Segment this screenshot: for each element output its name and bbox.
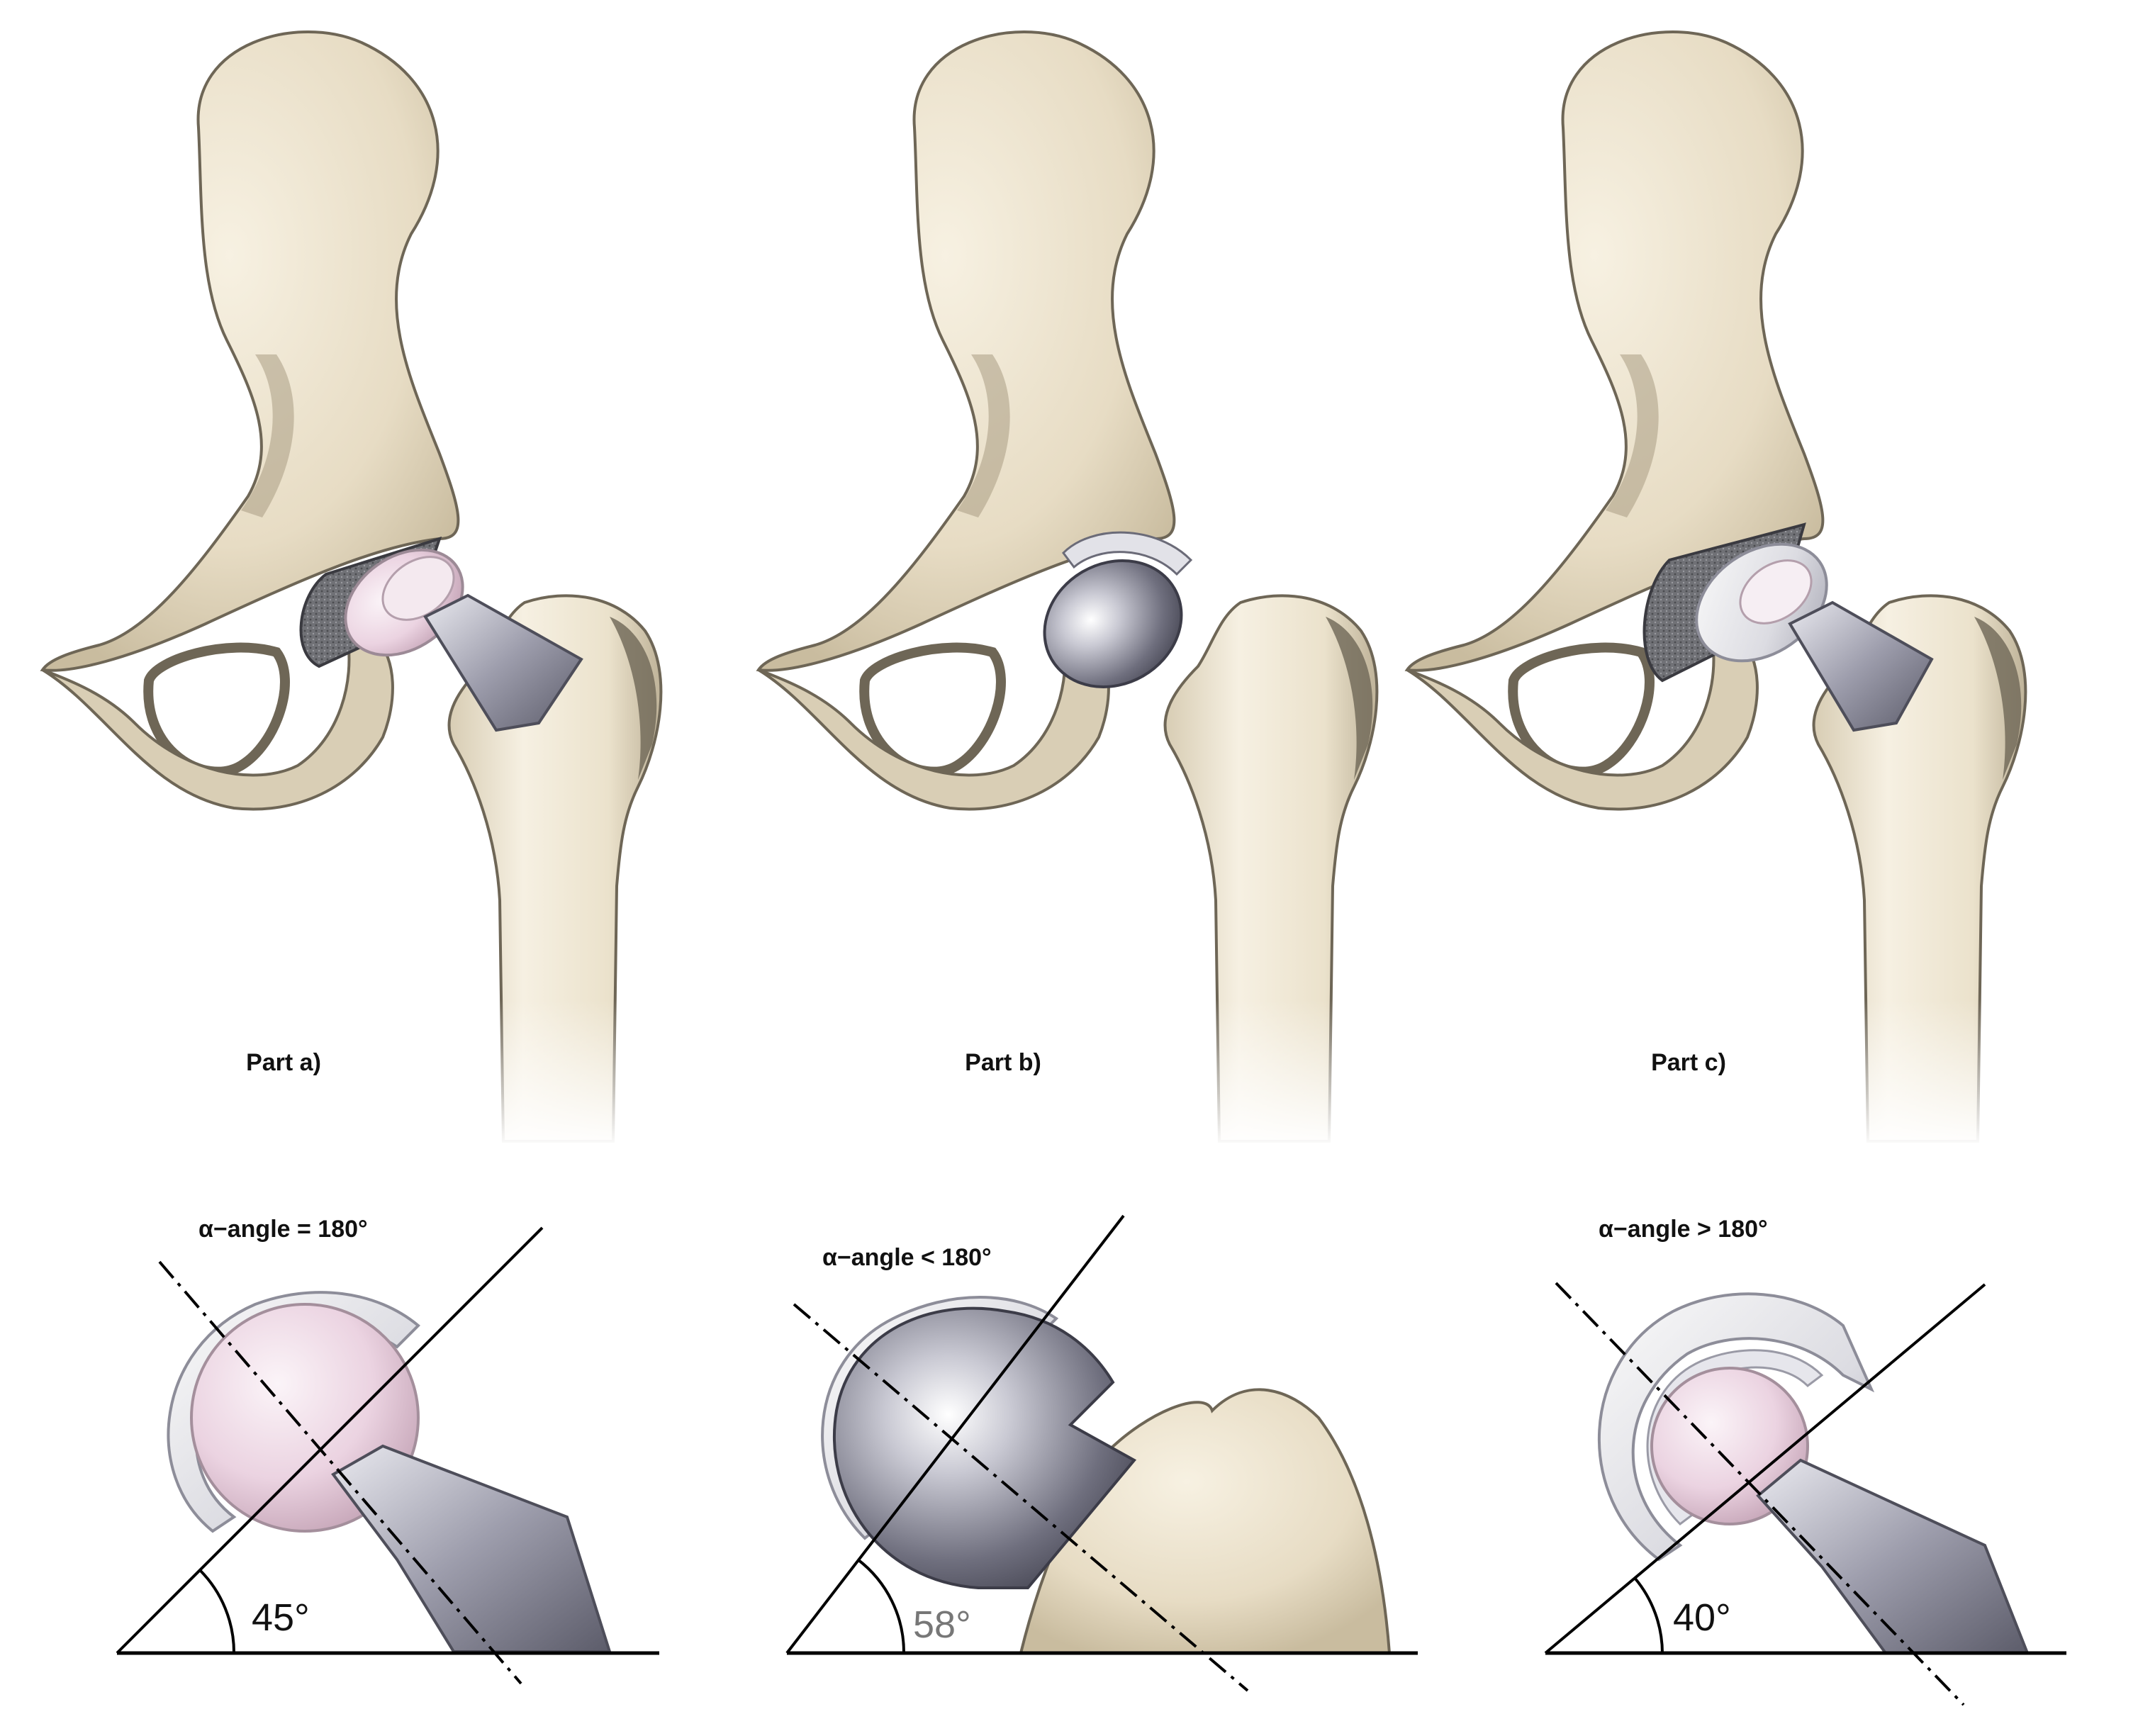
detail-panel-c: α−angle > 180° 40° [1544,1216,2066,1706]
neck-axis-line-b [793,1303,1249,1692]
part-label-b: Part b) [965,1049,1041,1076]
alpha-angle-label-a: α−angle = 180° [198,1216,368,1243]
neck-axis-line-a [158,1260,522,1685]
cup-axis-line-b [785,1214,1125,1654]
detail-panel-a: α−angle = 180° 45° [116,1216,659,1685]
acetabular-cup-a [299,536,464,668]
stem-c [1756,1458,2030,1654]
alpha-angle-label-b: α−angle < 180° [822,1244,992,1271]
cup-axis-line-a [116,1226,544,1654]
stem-a [331,1444,612,1653]
metal-head-b-detail [832,1306,1137,1589]
femoral-neck-c [1788,600,1934,732]
femoral-neck-a [423,593,583,732]
detail-panel-b: α−angle < 180° 58° [785,1214,1418,1692]
hip-illustration-b [759,32,1379,1150]
hip-illustration-a [43,32,663,1150]
neck-axis-line-c [1555,1282,1965,1706]
cup-shell-c [1597,1292,1875,1562]
metal-head-b [1043,531,1193,688]
angle-arc-b [856,1558,906,1654]
part-label-a: Part a) [246,1049,321,1076]
hip-illustration-c [1407,32,2027,1150]
inclination-label-c: 40° [1673,1596,1731,1639]
inclination-label-b: 58° [913,1603,971,1646]
acetabular-cup-c [1642,522,1828,683]
angle-arc-c [1633,1577,1664,1654]
cup-axis-line-c [1544,1283,1986,1654]
inclination-label-a: 45° [252,1596,310,1639]
alpha-angle-label-c: α−angle > 180° [1599,1216,1768,1243]
angle-arc-a [198,1569,236,1654]
part-label-c: Part c) [1651,1049,1726,1076]
